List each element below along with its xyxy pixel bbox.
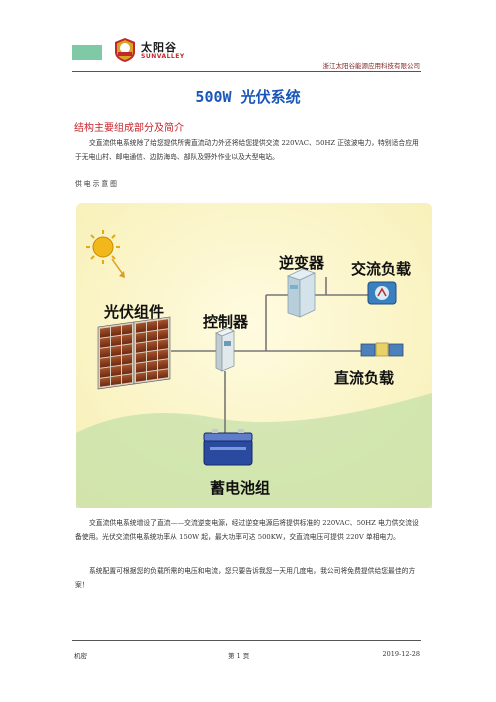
power-supply-diagram: 逆变器 交流负载 光伏组件 控制器 直流负载 蓄电池组 <box>76 203 432 508</box>
label-inverter: 逆变器 <box>279 254 325 272</box>
header-green-tab <box>72 45 102 60</box>
document-title: 500W 光伏系统 <box>195 88 301 106</box>
sun-icon <box>86 230 120 264</box>
label-ac-load: 交流负载 <box>351 260 411 278</box>
diagram-green-band <box>76 393 432 508</box>
label-controller: 控制器 <box>203 313 249 331</box>
section-title: 结构主要组成部分及简介 <box>74 123 184 134</box>
intro-paragraph: 交直流供电系统除了给您提供所需直流动力外还将给您提供交流 220VAC、50HZ… <box>75 139 419 161</box>
footer-rule <box>72 640 421 641</box>
ac-load-device-icon <box>367 281 397 305</box>
label-pv-module: 光伏组件 <box>103 303 164 321</box>
company-name: 浙江太阳谷能源应用科技有限公司 <box>322 62 421 70</box>
footer-confidential: 机密 <box>74 652 87 660</box>
logo-english-name: SUNVALLEY <box>141 53 185 60</box>
sun-ray-arrow-icon <box>111 258 125 278</box>
label-battery: 蓄电池组 <box>210 479 270 497</box>
dc-load-device-icon <box>360 342 404 357</box>
sunvalley-logo-icon <box>115 38 135 62</box>
pv-panel-array-icon <box>97 316 171 390</box>
label-dc-load: 直流负载 <box>334 369 394 387</box>
inverter-icon <box>286 268 317 318</box>
header-rule <box>72 71 421 72</box>
footer-page-number: 第 1 页 <box>228 652 250 660</box>
ac-dc-paragraph: 交直流供电系统增设了直流——交流逆变电源，经过逆变电源后将提供标准的 220VA… <box>75 519 419 541</box>
configuration-paragraph: 系统配置可根据您的负载所需的电压和电流，您只要告诉我您一天用几度电，我公司将免费… <box>75 567 416 589</box>
wiring-lines <box>171 277 368 441</box>
controller-device-icon <box>215 327 235 372</box>
footer-date: 2019-12-28 <box>382 650 420 658</box>
battery-bank-icon <box>203 429 253 466</box>
diagram-caption: 供电示意图 <box>75 180 119 188</box>
logo-chinese-name: 太阳谷 <box>141 41 177 54</box>
